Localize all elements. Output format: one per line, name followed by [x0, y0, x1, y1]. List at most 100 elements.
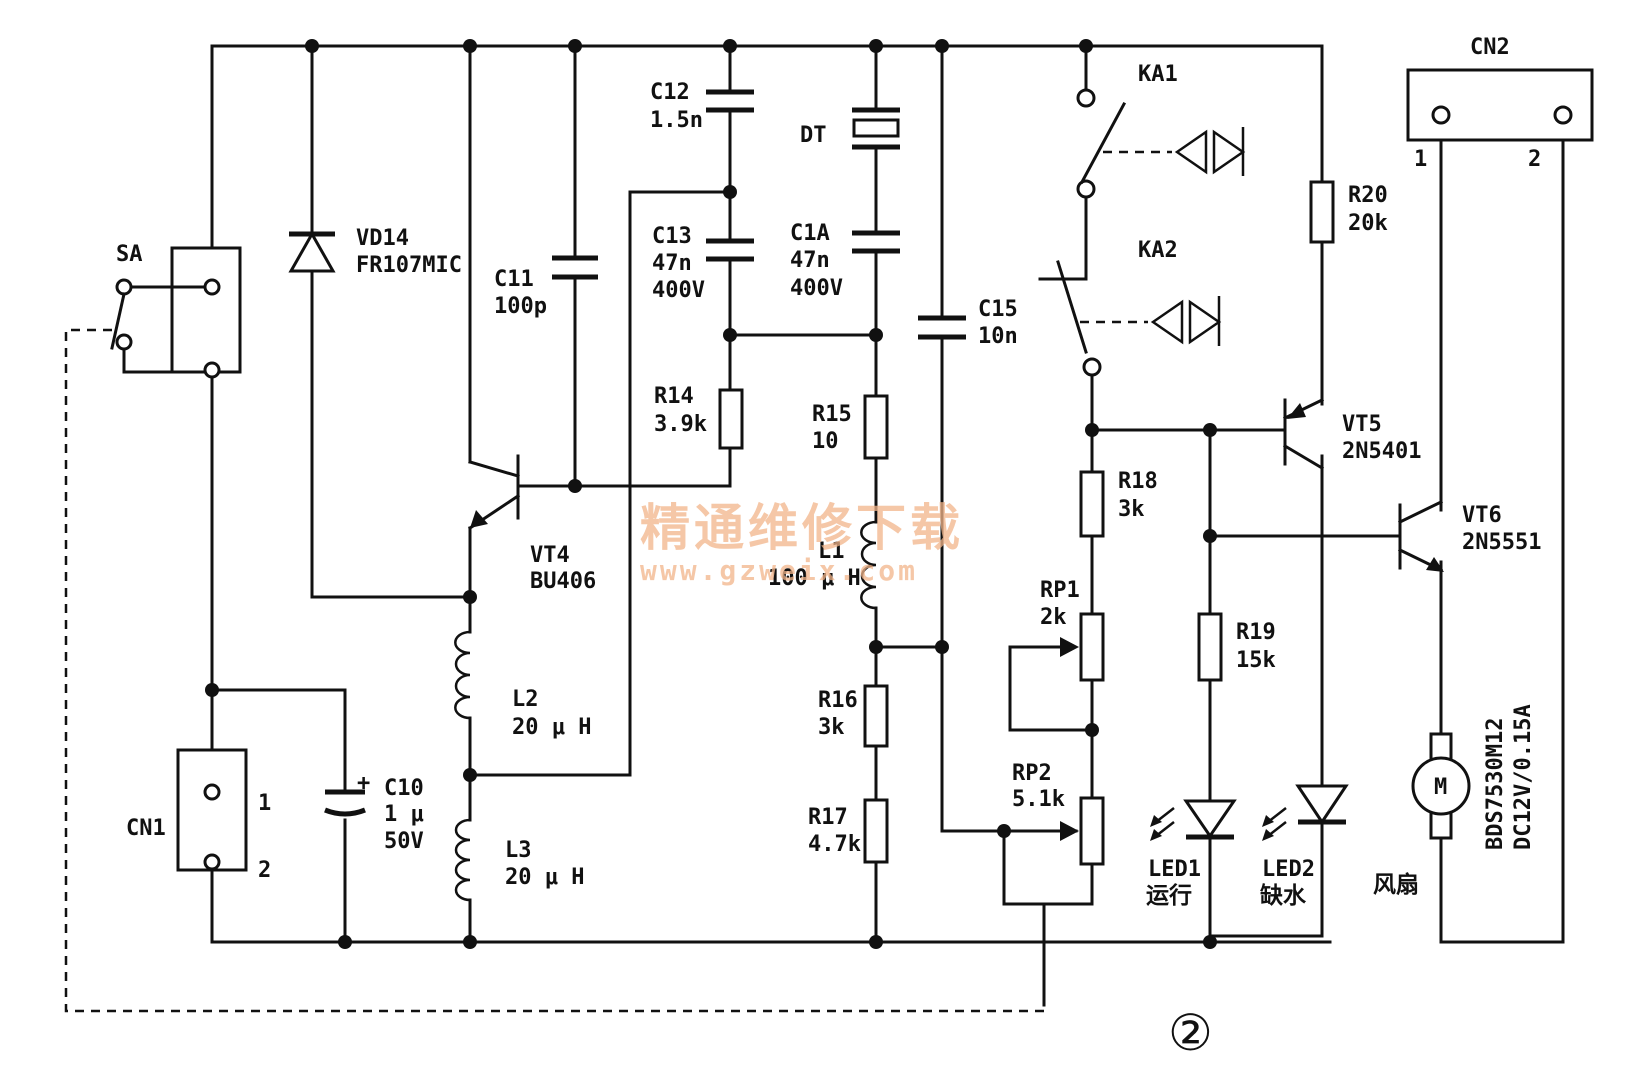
- ka2-contact: KA2: [1056, 238, 1222, 377]
- cn1-connector: CN1 1 2: [126, 748, 271, 883]
- c13-capacitor: C13 47n 400V: [652, 224, 754, 303]
- c15-capacitor: C15 10n: [918, 297, 1018, 349]
- c15-value: 10n: [978, 324, 1018, 349]
- watermark-url: www.gzweix.com: [640, 554, 918, 587]
- fan-part: BDS7530M12: [1483, 718, 1508, 850]
- vt4-label: VT4: [530, 543, 570, 568]
- r19-value: 15k: [1236, 648, 1276, 673]
- r19-resistor: R19 15k: [1197, 612, 1276, 682]
- l3-value: 20 μ H: [505, 865, 584, 890]
- c15-label: C15: [978, 297, 1018, 322]
- c11-label: C11: [494, 267, 534, 292]
- l3-label: L3: [505, 838, 532, 863]
- led2-cn-label: 缺水: [1260, 882, 1307, 909]
- r16-value: 3k: [818, 715, 845, 740]
- mechanical-link: [64, 328, 1046, 1013]
- l2-inductor: L2 20 μ H: [454, 630, 591, 740]
- c1a-value: 47n: [790, 248, 830, 273]
- junctions: [205, 39, 1217, 949]
- r17-value: 4.7k: [808, 832, 861, 857]
- c10-value: 1 μ: [384, 802, 424, 827]
- r14-resistor: R14 3.9k: [654, 384, 744, 450]
- rp1-potentiometer: RP1 2k: [1040, 578, 1105, 682]
- cn2-label: CN2: [1470, 35, 1510, 60]
- vt4-part: BU406: [530, 569, 596, 594]
- c10-plus: +: [357, 771, 370, 796]
- vt5-part: 2N5401: [1342, 439, 1421, 464]
- r20-value: 20k: [1348, 211, 1388, 236]
- fan-rating: DC12V/0.15A: [1511, 704, 1536, 850]
- r15-value: 10: [812, 429, 839, 454]
- c1a-label: C1A: [790, 221, 830, 246]
- r19-label: R19: [1236, 620, 1276, 645]
- vd14-part: FR107MIC: [356, 253, 462, 278]
- rp2-label: RP2: [1012, 761, 1052, 786]
- c1a-capacitor: C1A 47n 400V: [790, 221, 900, 301]
- cn1-pin2-label: 2: [258, 858, 271, 883]
- c10-capacitor: + C10 1 μ 50V: [324, 771, 424, 854]
- ka1-contact: KA1: [1076, 62, 1246, 199]
- c10-label: C10: [384, 776, 424, 801]
- r17-resistor: R17 4.7k: [808, 798, 889, 864]
- c12-label: C12: [650, 80, 690, 105]
- cn1-pin1-label: 1: [258, 791, 271, 816]
- l2-label: L2: [512, 687, 539, 712]
- vt6-part: 2N5551: [1462, 530, 1541, 555]
- ka2-label: KA2: [1138, 238, 1178, 263]
- cn2-pin1-label: 1: [1414, 147, 1427, 172]
- c1a-voltage: 400V: [790, 276, 843, 301]
- l1-label: L1: [818, 539, 845, 564]
- sa-label: SA: [116, 242, 143, 267]
- led2-label: LED2: [1262, 857, 1315, 882]
- led1-label: LED1: [1148, 857, 1201, 882]
- rp1-label: RP1: [1040, 578, 1080, 603]
- rp1-value: 2k: [1040, 605, 1067, 630]
- dt-crystal: DT: [800, 107, 900, 150]
- vt6-transistor: VT6 2N5551: [1397, 499, 1541, 573]
- c10-voltage: 50V: [384, 829, 424, 854]
- cn1-label: CN1: [126, 816, 166, 841]
- fan-cn-label: 风扇: [1373, 871, 1419, 898]
- watermark: 精通维修下载 www.gzweix.com: [640, 499, 964, 587]
- r18-resistor: R18 3k: [1079, 469, 1158, 538]
- c13-value: 47n: [652, 251, 692, 276]
- sa-switch: SA: [110, 242, 242, 379]
- l1-value: 100 μ H: [768, 566, 861, 591]
- r15-resistor: R15 10: [812, 394, 889, 460]
- vd14-label: VD14: [356, 226, 409, 251]
- r18-label: R18: [1118, 469, 1158, 494]
- vt4-transistor: VT4 BU406: [467, 454, 596, 594]
- c13-voltage: 400V: [652, 278, 705, 303]
- r16-label: R16: [818, 688, 858, 713]
- l1-inductor: L1 100 μ H: [768, 520, 877, 610]
- dt-label: DT: [800, 123, 827, 148]
- cn2-connector: CN2 1 2: [1406, 35, 1594, 172]
- vt5-transistor: VT5 2N5401: [1282, 397, 1421, 471]
- watermark-cn: 精通维修下载: [640, 499, 964, 557]
- r20-resistor: R20 20k: [1309, 180, 1388, 244]
- fan-motor: M BDS7530M12 DC12V/0.15A 风扇: [1373, 704, 1536, 898]
- motor-label: M: [1434, 775, 1447, 800]
- r17-label: R17: [808, 805, 848, 830]
- c13-label: C13: [652, 224, 692, 249]
- rp2-value: 5.1k: [1012, 787, 1065, 812]
- cn2-pin2-label: 2: [1528, 147, 1541, 172]
- r14-label: R14: [654, 384, 694, 409]
- c12-capacitor: C12 1.5n: [650, 80, 754, 133]
- figure-number: ②: [1168, 1004, 1213, 1062]
- r14-value: 3.9k: [654, 412, 707, 437]
- c11-capacitor: C11 100p: [494, 255, 598, 319]
- led1: LED1 运行: [1146, 799, 1237, 909]
- vd14-diode: VD14 FR107MIC: [288, 226, 462, 278]
- l3-inductor: L3 20 μ H: [454, 818, 584, 902]
- vt5-label: VT5: [1342, 412, 1382, 437]
- r16-resistor: R16 3k: [818, 684, 889, 748]
- l2-value: 20 μ H: [512, 715, 591, 740]
- c12-value: 1.5n: [650, 108, 703, 133]
- wires: [210, 44, 1565, 1007]
- c11-value: 100p: [494, 294, 547, 319]
- r18-value: 3k: [1118, 497, 1145, 522]
- r20-label: R20: [1348, 183, 1388, 208]
- led2: LED2 缺水: [1260, 784, 1349, 909]
